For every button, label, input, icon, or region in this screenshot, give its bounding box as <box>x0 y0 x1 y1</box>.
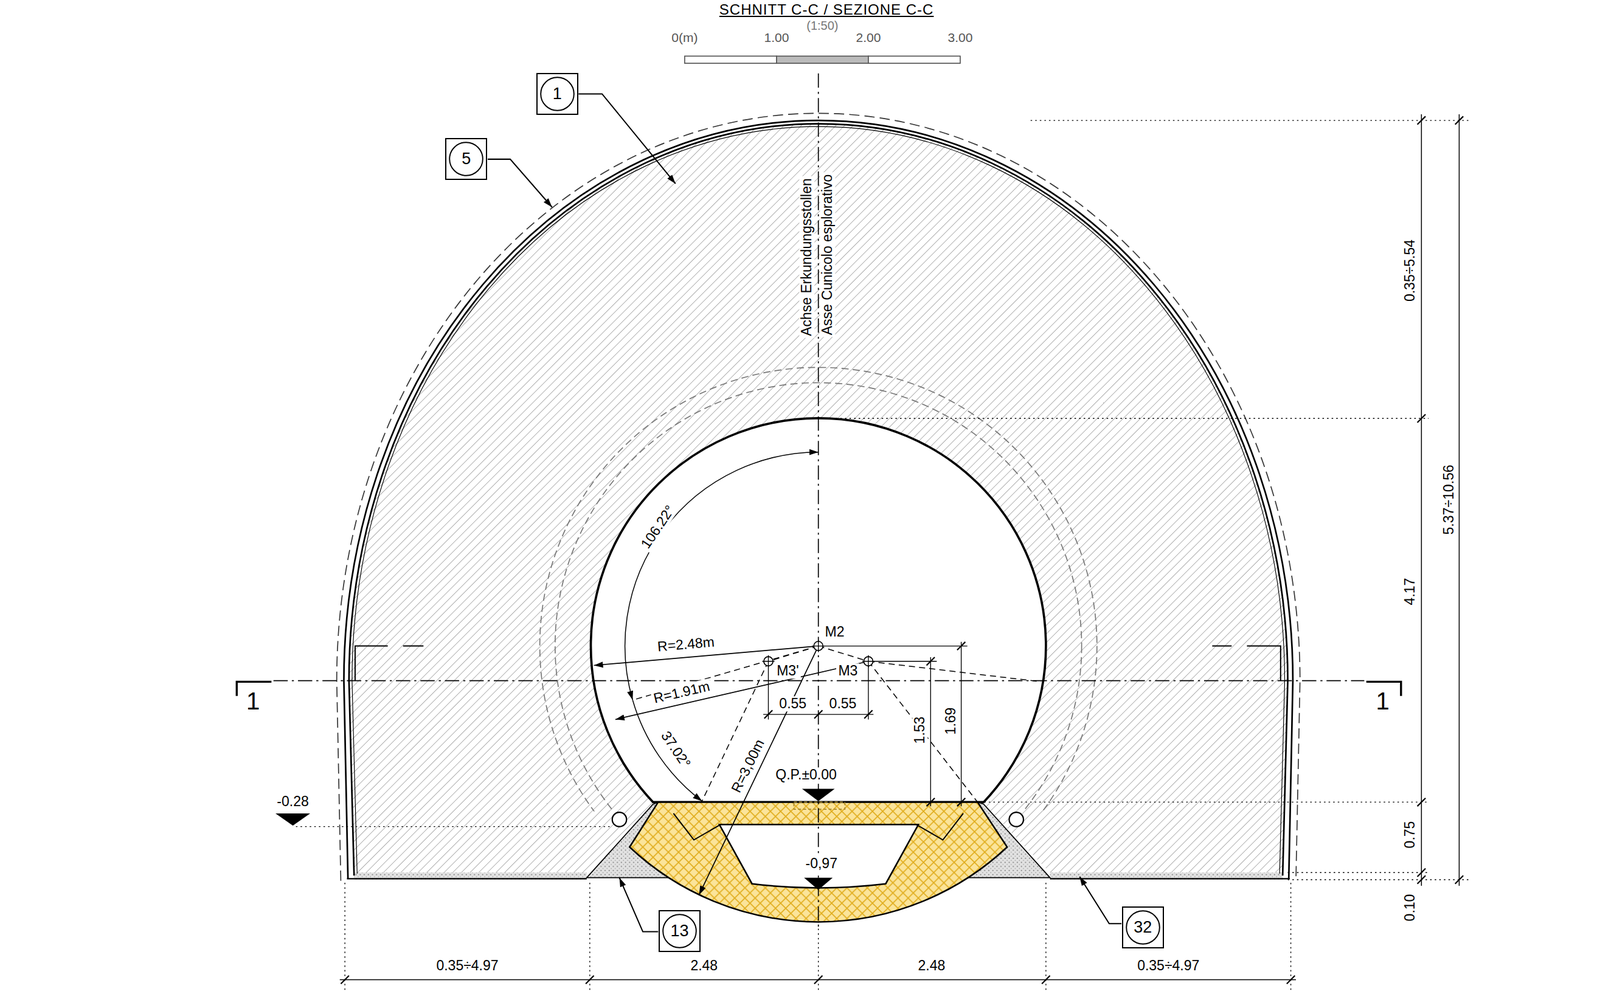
wall-bracket <box>355 646 1281 682</box>
scale-value: 0(m) <box>669 31 700 46</box>
callout-number: 32 <box>1133 919 1152 936</box>
scale-bar <box>684 55 777 64</box>
dimension-label: 0.75 <box>1402 819 1418 851</box>
dimension-label: 0.55 <box>777 696 809 712</box>
angle-arc <box>625 452 819 701</box>
callout-number: 1 <box>552 85 562 103</box>
dimension-label: 0.35÷5.54 <box>1402 237 1418 304</box>
section-title: SCHNITT C-C / SEZIONE C-C <box>716 2 937 18</box>
scale-value: 2.00 <box>853 31 883 46</box>
callout-box: 32 <box>1122 906 1164 949</box>
extension-line <box>296 827 1292 991</box>
leader-line <box>487 159 553 208</box>
callout-circle <box>662 915 697 949</box>
axis-label: Asse Cunicolo esplorativo <box>819 172 835 338</box>
rail-outline <box>793 802 845 810</box>
dimension-label: 0.35÷4.97 <box>434 958 500 974</box>
dimension-tick <box>926 642 966 807</box>
level-marker <box>802 789 835 802</box>
dimension-label: 4.17 <box>1402 576 1418 608</box>
callout-number: 5 <box>461 150 471 168</box>
center-name: M3 <box>836 663 860 679</box>
radius-label: R=1.91m <box>650 678 713 708</box>
leader-line <box>619 878 659 933</box>
callout-circle <box>540 77 575 111</box>
dimension-label: 0.55 <box>827 696 859 712</box>
callout-number: 13 <box>670 923 689 940</box>
scale-bar <box>776 55 869 64</box>
axis-label: Achse Erkundungsstollen <box>799 176 815 339</box>
leader-line <box>578 93 676 184</box>
dimension-label: 2.48 <box>916 958 948 974</box>
drain-pipe <box>612 812 627 828</box>
construction-line <box>632 646 1041 803</box>
callout-box: 13 <box>658 910 701 953</box>
section-line <box>273 680 1365 682</box>
dimension-tick <box>340 976 1295 984</box>
dimension-label: 1.53 <box>912 715 929 747</box>
dimension-label: 1.69 <box>943 706 959 738</box>
dimension-label: 5.37÷10.56 <box>1441 463 1457 537</box>
callout-box: 5 <box>445 138 488 181</box>
dimension-tick <box>1417 116 1464 884</box>
scale-value: 3.00 <box>945 31 975 46</box>
angle-arc <box>632 700 702 802</box>
level-label: -0.28 <box>274 794 311 810</box>
scale-value: 1.00 <box>761 31 791 46</box>
radius-label: R=3,00m <box>727 735 769 798</box>
callout-circle <box>450 142 484 176</box>
drain-pipe <box>1008 812 1023 828</box>
level-marker <box>275 813 311 826</box>
callout-circle <box>1126 910 1160 945</box>
dimension-line <box>1421 114 1459 887</box>
leader-line <box>1079 876 1122 924</box>
angle-label: 37.02° <box>656 727 695 773</box>
section-marker-label: 1 <box>1373 687 1391 715</box>
callout-box: 1 <box>536 72 579 115</box>
scale-bar <box>868 55 961 64</box>
center-name: M3' <box>774 663 801 679</box>
angle-label: 106.22° <box>637 501 680 554</box>
scale-ratio: (1:50) <box>804 18 840 33</box>
section-marker <box>236 681 1402 697</box>
radius-label: R=2.48m <box>654 634 717 655</box>
radius-line <box>615 661 869 721</box>
center-name: M2 <box>823 625 847 641</box>
dimension-label: 0.35÷4.97 <box>1135 958 1202 974</box>
level-marker <box>803 878 833 891</box>
extension-line <box>826 120 1470 880</box>
dimension-line <box>822 642 967 807</box>
dimension-label: 2.48 <box>688 958 720 974</box>
section-marker-label: 1 <box>244 687 262 715</box>
level-label: Q.P.±0.00 <box>773 768 839 784</box>
level-label: -0,97 <box>803 856 840 873</box>
dimension-label: 0.10 <box>1402 892 1418 924</box>
